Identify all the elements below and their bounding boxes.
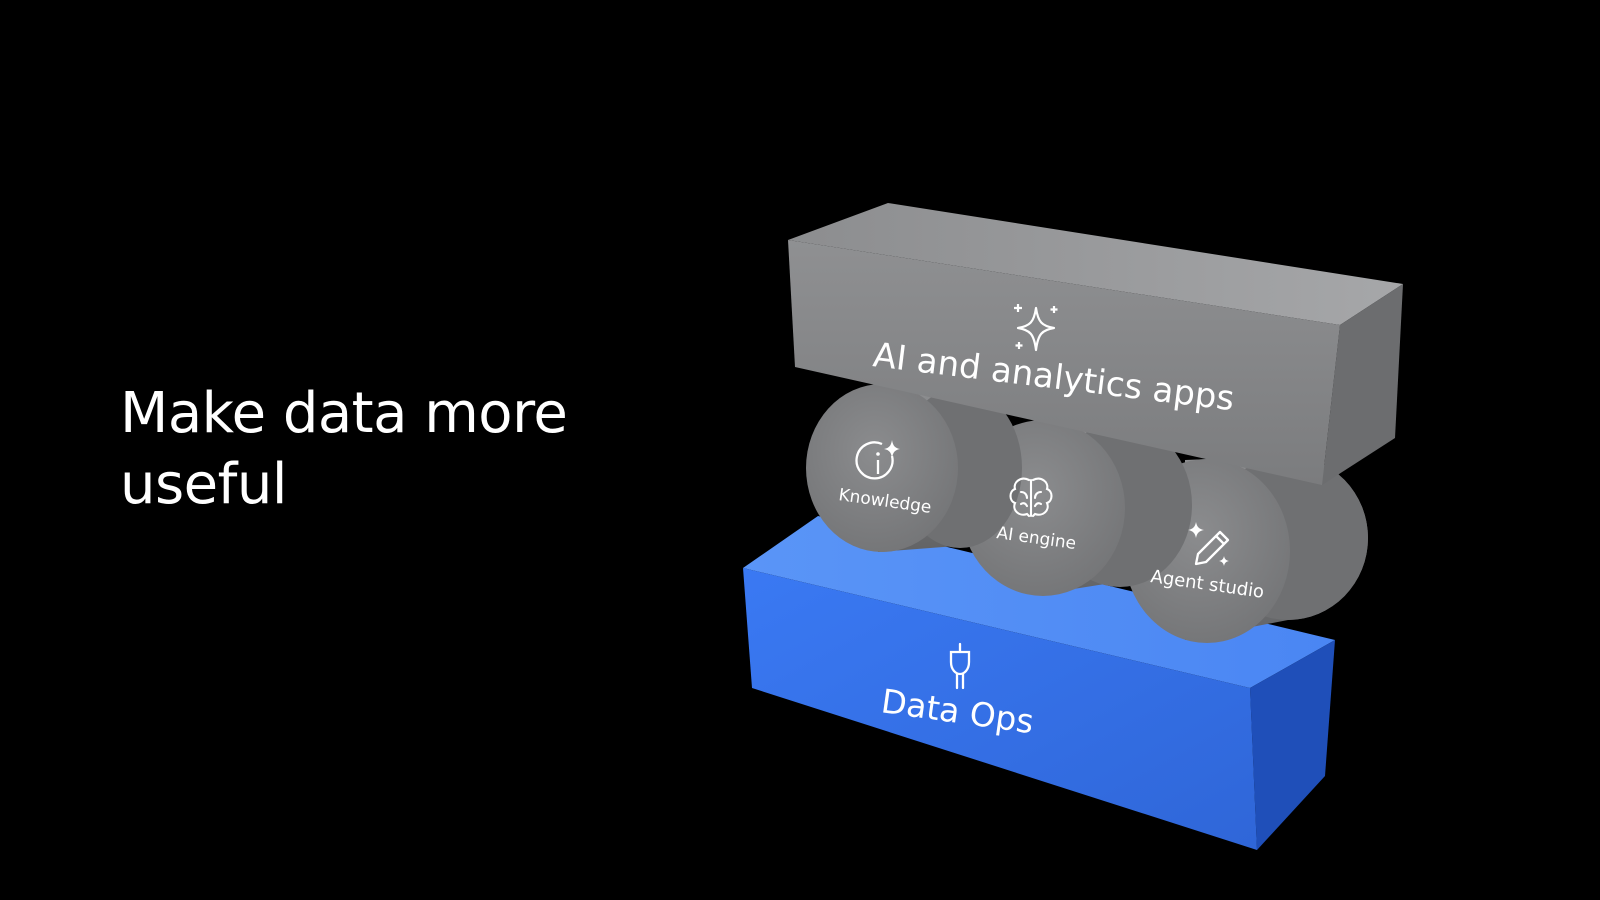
ai-analytics-block-top-face: [788, 203, 1403, 325]
plug-icon: [949, 642, 971, 690]
info-sparkle-icon: [855, 440, 900, 480]
knowledge-cylinder-face: [806, 384, 958, 552]
ai-analytics-block-right-face: [1322, 284, 1403, 485]
ai-analytics-block-front-face: [788, 240, 1340, 485]
knowledge-cylinder: [806, 384, 1022, 552]
data-ops-block-front-face: [743, 568, 1257, 850]
sparkle-icon: [1014, 304, 1058, 352]
wand-pen-icon: [1188, 522, 1230, 566]
ai-analytics-block: [788, 203, 1403, 485]
brain-icon: [1009, 477, 1053, 518]
data-ops-block-right-face: [1250, 640, 1335, 850]
data-ops-block: [743, 516, 1335, 850]
data-ops-block-top-face: [743, 516, 1335, 688]
slide-headline: Make data more useful: [120, 381, 568, 517]
